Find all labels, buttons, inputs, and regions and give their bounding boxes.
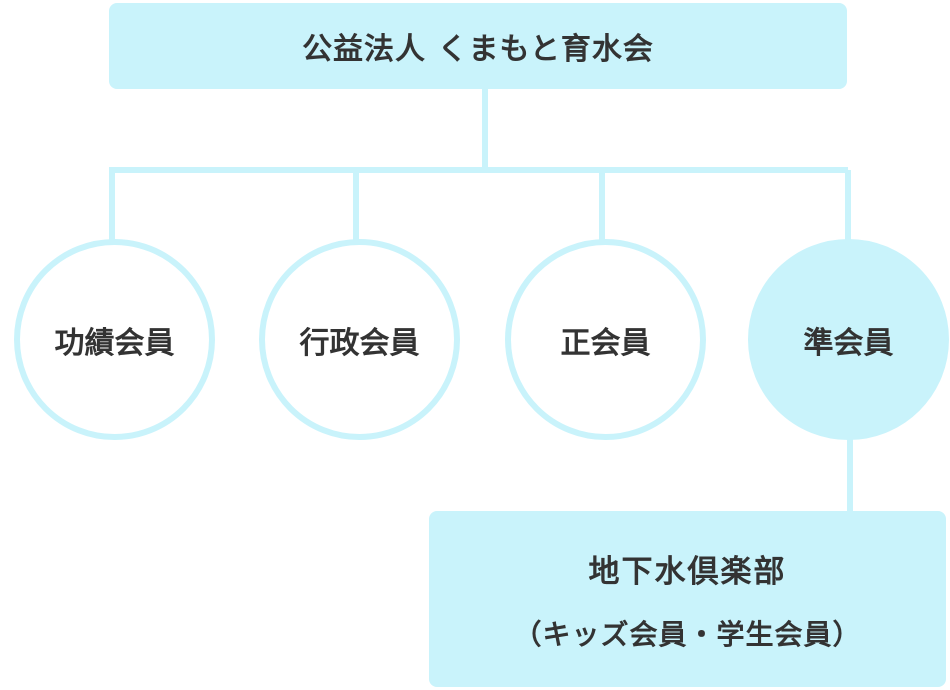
organization-name: 公益法人 くまもと育水会 xyxy=(302,32,654,67)
member-circle-3: 正会員 xyxy=(505,239,706,440)
club-box: 地下水倶楽部 （キッズ会員・学生会員） xyxy=(429,511,946,687)
member-label: 行政会員 xyxy=(299,325,420,361)
organization-box: 公益法人 くまもと育水会 xyxy=(109,3,847,89)
member-label: 正会員 xyxy=(560,325,651,361)
club-name: 地下水倶楽部 xyxy=(588,553,787,590)
member-label: 功績会員 xyxy=(54,325,175,361)
club-subtitle: （キッズ会員・学生会員） xyxy=(513,617,862,651)
member-circle-1: 功績会員 xyxy=(14,239,215,440)
member-label: 準会員 xyxy=(803,325,894,361)
member-circle-2: 行政会員 xyxy=(259,239,460,440)
member-circle-4: 準会員 xyxy=(748,239,949,440)
